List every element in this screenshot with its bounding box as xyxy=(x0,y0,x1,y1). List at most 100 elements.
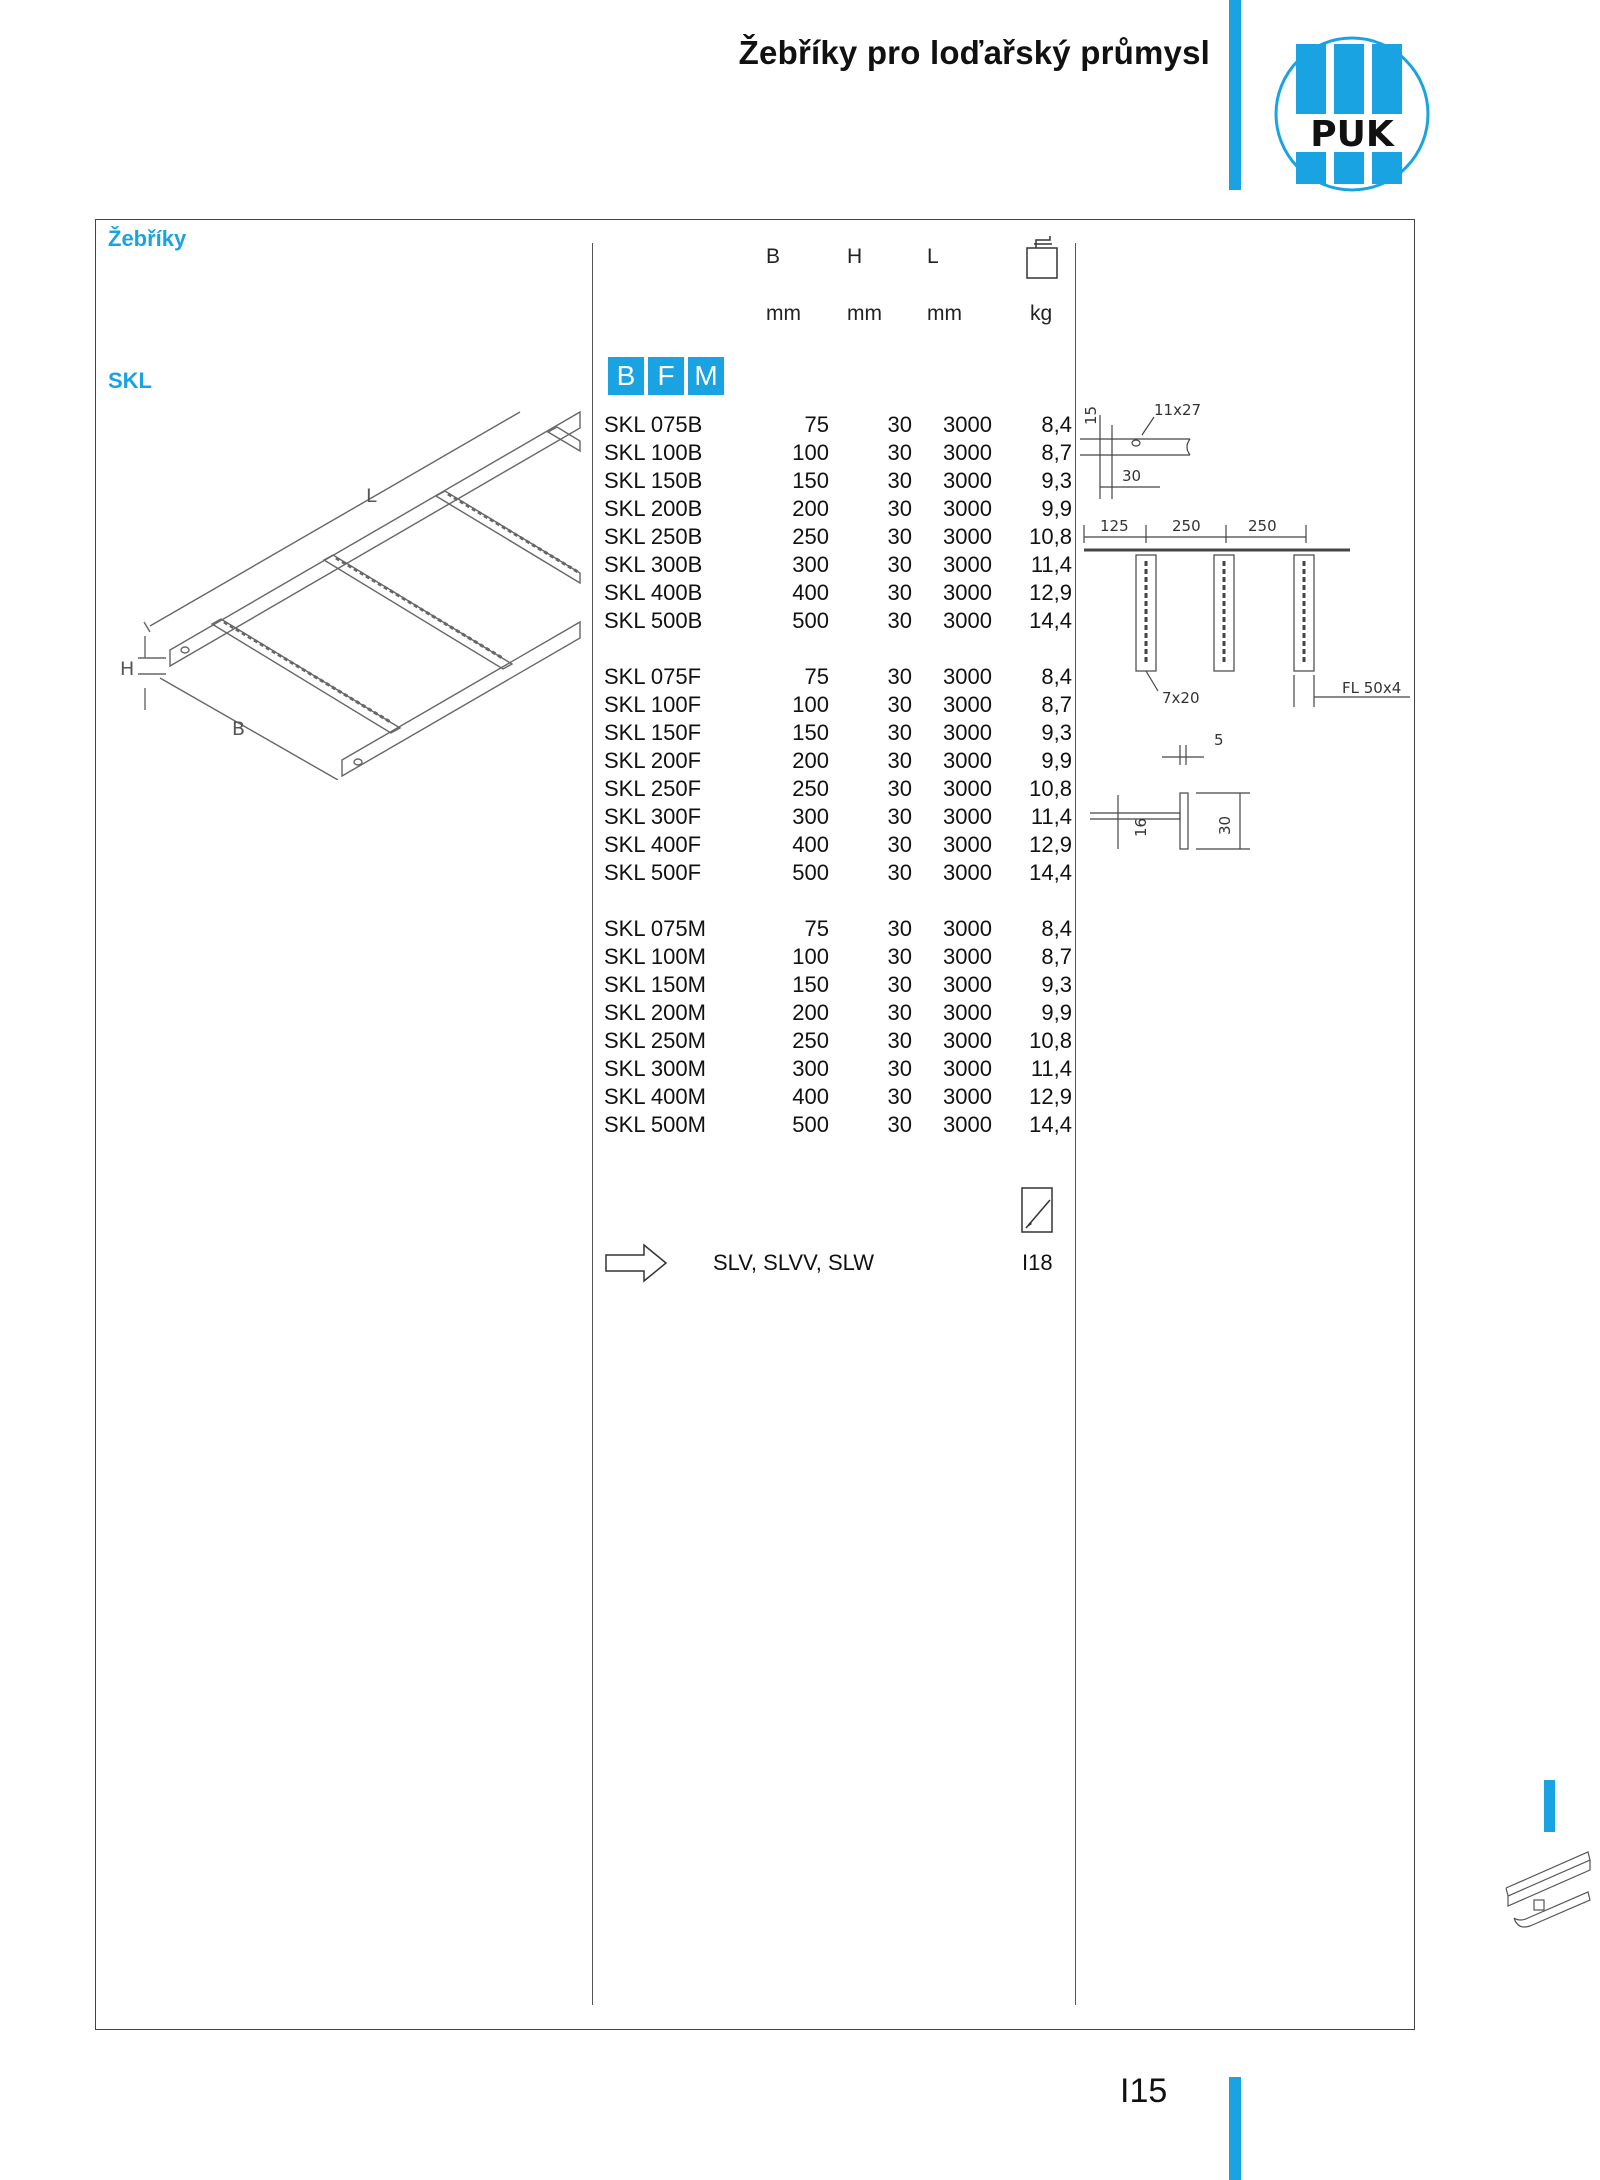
height-value: 30 xyxy=(887,496,912,521)
page-reference-icon xyxy=(1021,1187,1053,1233)
height-value: 30 xyxy=(887,776,912,801)
length-value: 3000 xyxy=(943,720,992,745)
dim-hole-offset: 15 xyxy=(1082,406,1100,425)
product-code: SKL 200F xyxy=(604,748,702,773)
col-unit-l: mm xyxy=(927,302,962,325)
dim-hole-spacing: 30 xyxy=(1122,467,1141,485)
height-value: 30 xyxy=(887,412,912,437)
product-code: SKL 100M xyxy=(604,944,706,969)
product-code: SKL 500B xyxy=(604,608,703,633)
dim-thickness: 5 xyxy=(1214,731,1224,749)
product-code: SKL 300M xyxy=(604,1056,706,1081)
product-code: SKL 300B xyxy=(604,552,703,577)
product-code: SKL 075M xyxy=(604,916,706,941)
product-code: SKL 150F xyxy=(604,720,702,745)
width-value: 300 xyxy=(792,552,829,577)
page-number: I15 xyxy=(1120,2072,1168,2110)
height-value: 30 xyxy=(887,720,912,745)
height-value: 30 xyxy=(887,608,912,633)
weight-value: 8,4 xyxy=(1041,412,1072,437)
width-value: 500 xyxy=(792,860,829,885)
weight-value: 11,4 xyxy=(1030,804,1072,829)
finish-badge-b: B xyxy=(608,357,644,395)
product-code: SKL 300F xyxy=(604,804,702,829)
height-value: 30 xyxy=(887,748,912,773)
width-value: 200 xyxy=(792,496,829,521)
height-value: 30 xyxy=(887,832,912,857)
width-value: 300 xyxy=(792,804,829,829)
width-value: 100 xyxy=(792,692,829,717)
rung-detail xyxy=(1135,554,1157,672)
dim-flange: 16 xyxy=(1132,818,1150,837)
height-value: 30 xyxy=(887,1028,912,1053)
length-value: 3000 xyxy=(943,440,992,465)
weight-icon xyxy=(1026,236,1058,279)
product-code: SKL 500M xyxy=(604,1112,706,1137)
length-value: 3000 xyxy=(943,944,992,969)
height-value: 30 xyxy=(887,468,912,493)
length-value: 3000 xyxy=(943,972,992,997)
col-header-b: B xyxy=(766,245,781,268)
dim-profile-height: 30 xyxy=(1216,816,1234,835)
weight-value: 8,7 xyxy=(1041,440,1072,465)
ladder-rung xyxy=(322,554,514,670)
product-code: SKL 250F xyxy=(604,776,702,801)
height-value: 30 xyxy=(887,580,912,605)
dim-spacing-1: 125 xyxy=(1100,517,1129,535)
width-value: 100 xyxy=(792,440,829,465)
weight-value: 9,9 xyxy=(1041,1000,1072,1025)
weight-value: 14,4 xyxy=(1029,860,1072,885)
product-code: SKL 400B xyxy=(604,580,703,605)
weight-value: 8,7 xyxy=(1041,692,1072,717)
length-value: 3000 xyxy=(943,1084,992,1109)
height-value: 30 xyxy=(887,552,912,577)
product-code: SKL 100F xyxy=(604,692,702,717)
height-value: 30 xyxy=(887,692,912,717)
page-title: Žebříky pro loďařský průmysl xyxy=(738,34,1210,71)
side-accent-bar xyxy=(1544,1780,1555,1832)
technical-drawings: 11x27 15 30 125 250 250 7x20 FL 50x4 5 3… xyxy=(1080,401,1410,850)
width-value: 250 xyxy=(792,524,829,549)
col-header-l: L xyxy=(927,245,939,268)
weight-value: 9,3 xyxy=(1041,972,1072,997)
weight-value: 10,8 xyxy=(1029,776,1072,801)
col-unit-b: mm xyxy=(766,302,801,325)
weight-value: 12,9 xyxy=(1029,832,1072,857)
length-value: 3000 xyxy=(943,468,992,493)
arrow-right-icon xyxy=(605,1243,668,1283)
product-code: SKL 150B xyxy=(604,468,703,493)
ladder-drawing: L H B xyxy=(120,410,581,780)
reference-items: SLV, SLVV, SLW xyxy=(713,1250,875,1275)
bottom-accent-bar xyxy=(1229,2077,1241,2180)
length-value: 3000 xyxy=(943,664,992,689)
dim-hole: 11x27 xyxy=(1154,401,1201,419)
length-value: 3000 xyxy=(943,1056,992,1081)
weight-value: 9,3 xyxy=(1041,468,1072,493)
puk-logo: PUK xyxy=(1274,36,1430,192)
finish-badge-f: F xyxy=(648,357,684,395)
height-value: 30 xyxy=(887,440,912,465)
col-unit-kg: kg xyxy=(1030,302,1053,325)
width-value: 200 xyxy=(792,1000,829,1025)
product-code: SKL 075F xyxy=(604,664,702,689)
width-value: 400 xyxy=(792,1084,829,1109)
height-value: 30 xyxy=(887,972,912,997)
height-value: 30 xyxy=(887,860,912,885)
dim-spacing-3: 250 xyxy=(1248,517,1277,535)
dim-flat-bar: FL 50x4 xyxy=(1342,679,1401,697)
width-value: 75 xyxy=(804,664,829,689)
product-label: SKL xyxy=(108,368,152,393)
finish-badge-m: M xyxy=(688,357,724,395)
